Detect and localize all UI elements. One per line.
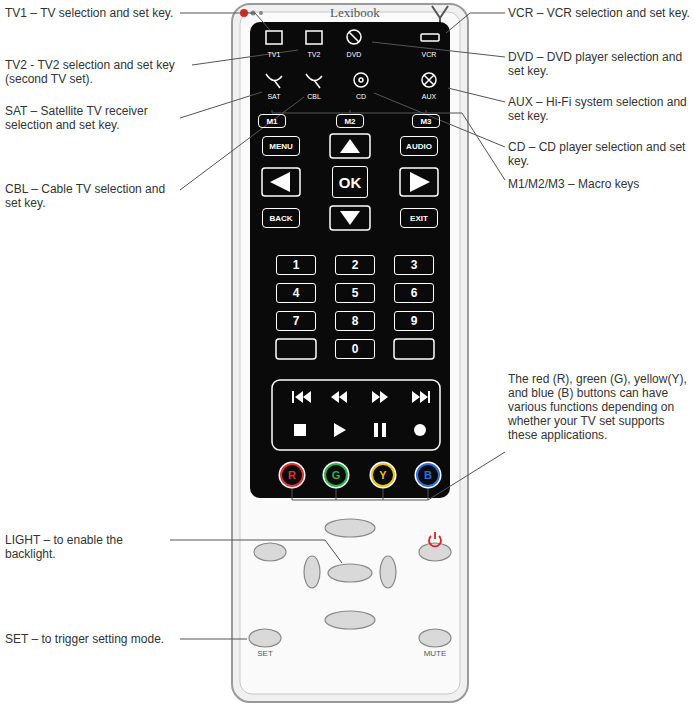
button-label: OK (339, 174, 362, 191)
remote-button: CD (345, 70, 377, 100)
button-label: CD (356, 93, 366, 100)
button-label: 8 (352, 314, 359, 328)
remote-button: EXIT (400, 208, 438, 228)
remote-button: 2 (335, 255, 375, 275)
callout-text: DVD – DVD player selection and set key. (508, 50, 690, 78)
remote-button: 6 (394, 283, 434, 303)
button-label: TV1 (268, 51, 281, 58)
button-label: TV2 (308, 51, 321, 58)
button-label: M2 (344, 117, 355, 126)
button-label: 3 (411, 258, 418, 272)
button-label: AUDIO (406, 142, 432, 151)
remote-button: 9 (394, 311, 434, 331)
callout-text: LIGHT – to enable the backlight. (5, 533, 175, 561)
remote-button: G (324, 463, 348, 487)
button-label: M3 (420, 117, 431, 126)
remote-button: M1 (258, 114, 286, 128)
button-label: EXIT (410, 214, 428, 223)
button-label: 2 (352, 258, 359, 272)
button-label: M1 (266, 117, 277, 126)
remote-body: LexibookTV1 TV2 DVD VCR SAT CBL CD AUX M1 M2 M3MEN… (230, 3, 470, 703)
remote-button: Y (371, 463, 395, 487)
remote-button: 8 (335, 311, 375, 331)
button-label: 7 (293, 314, 300, 328)
remote-button: 4 (276, 283, 316, 303)
button-caption: SET (249, 649, 281, 659)
remote-button: B (416, 463, 440, 487)
button-label: 1 (293, 258, 300, 272)
brand-logo: Lexibook (330, 5, 380, 21)
remote-button: MENU (262, 136, 300, 156)
button-label: 9 (411, 314, 418, 328)
remote-button: VCR (412, 28, 446, 58)
button-label: AUX (422, 93, 436, 100)
button-label: BACK (269, 214, 292, 223)
callout-text: SET – to trigger setting mode. (5, 632, 177, 646)
button-label: G (332, 469, 341, 481)
callout-text: TV2 - TV2 selection and set key (second … (5, 58, 190, 86)
button-label: CBL (307, 93, 321, 100)
remote-button: SAT (258, 70, 290, 100)
remote-button: 7 (276, 311, 316, 331)
callout-text: CBL – Cable TV selection and set key. (5, 182, 175, 210)
callout-text: The red (R), green (G), yellow(Y), and b… (508, 372, 690, 442)
remote-button: M3 (412, 114, 440, 128)
remote-button: M2 (336, 114, 364, 128)
callout-text: VCR – VCR selection and set key. (508, 6, 690, 20)
remote-button: AUX (412, 70, 446, 100)
remote-button: DVD (338, 28, 370, 58)
remote-button: AUDIO (400, 136, 438, 156)
remote-button: 5 (335, 283, 375, 303)
callout-text: TV1 – TV selection and set key. (5, 6, 177, 20)
button-label: Y (379, 469, 386, 481)
button-label: DVD (347, 51, 362, 58)
button-label: 5 (352, 286, 359, 300)
callout-text: AUX – Hi-Fi system selection and set key… (508, 95, 690, 123)
button-label: B (424, 469, 432, 481)
button-label: 4 (293, 286, 300, 300)
remote-button: 3 (394, 255, 434, 275)
callout-text: CD – CD player selection and set key. (508, 140, 690, 168)
button-label: MENU (269, 142, 293, 151)
button-label: SAT (267, 93, 280, 100)
button-label: 6 (411, 286, 418, 300)
callout-text: SAT – Satellite TV receiver selection an… (5, 104, 170, 132)
remote-button: TV2 (298, 28, 330, 58)
button-label: R (288, 469, 296, 481)
remote-button: TV1 (258, 28, 290, 58)
remote-button: BACK (262, 208, 300, 228)
remote-button: 1 (276, 255, 316, 275)
remote-button: OK (332, 166, 368, 198)
remote-button: R (280, 463, 304, 487)
button-label: 0 (352, 342, 359, 356)
button-label: VCR (422, 51, 437, 58)
remote-button: 0 (335, 339, 375, 359)
remote-button: CBL (298, 70, 330, 100)
callout-text: M1/M2/M3 – Macro keys (508, 177, 690, 191)
button-caption: MUTE (419, 649, 451, 659)
